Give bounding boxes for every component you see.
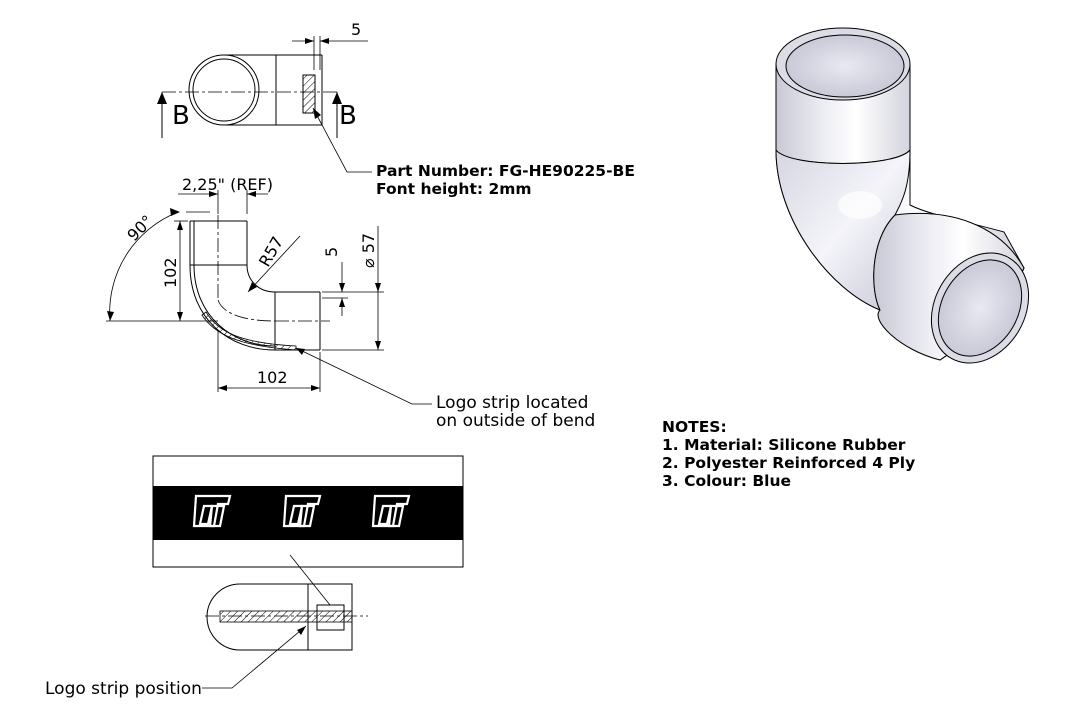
top-view: B B 5 (157, 20, 372, 173)
logo-mark-icon (371, 494, 411, 528)
dim-angle: 90° (123, 211, 156, 244)
note-item: 3. Colour: Blue (662, 472, 791, 490)
logo-position-callout: Logo strip position (45, 679, 202, 699)
logo-strip-callout-line2: on outside of bend (436, 411, 595, 431)
notes-block: NOTES: 1. Material: Silicone Rubber 2. P… (662, 418, 915, 490)
section-label-right: B (339, 101, 357, 131)
hose-3d-render (775, 27, 1030, 364)
dim-diameter: ⌀ 57 (359, 233, 378, 268)
dim-strip-offset: 5 (351, 20, 361, 39)
logo-strip-callout-line1: Logo strip located (436, 393, 588, 413)
notes-heading: NOTES: (662, 418, 727, 436)
font-height-label: Font height: 2mm (376, 180, 532, 198)
logo-strip (152, 455, 464, 568)
dim-inset: 5 (322, 247, 341, 257)
logo-mark-icon (282, 494, 322, 528)
elbow-section-view: 2,25" (REF) 90° 102 R57 5 ⌀ 57 (106, 175, 432, 405)
dim-width: 102 (257, 368, 288, 387)
part-number-label: Part Number: FG-HE90225-BE (376, 162, 635, 180)
dim-height: 102 (161, 257, 180, 288)
logo-position-view (202, 554, 368, 689)
dim-ref-length: 2,25" (REF) (182, 175, 273, 194)
note-item: 1. Material: Silicone Rubber (662, 436, 906, 454)
dim-radius: R57 (255, 233, 287, 270)
section-label-left: B (172, 101, 190, 131)
note-item: 2. Polyester Reinforced 4 Ply (662, 454, 915, 472)
logo-mark-icon (192, 494, 232, 528)
